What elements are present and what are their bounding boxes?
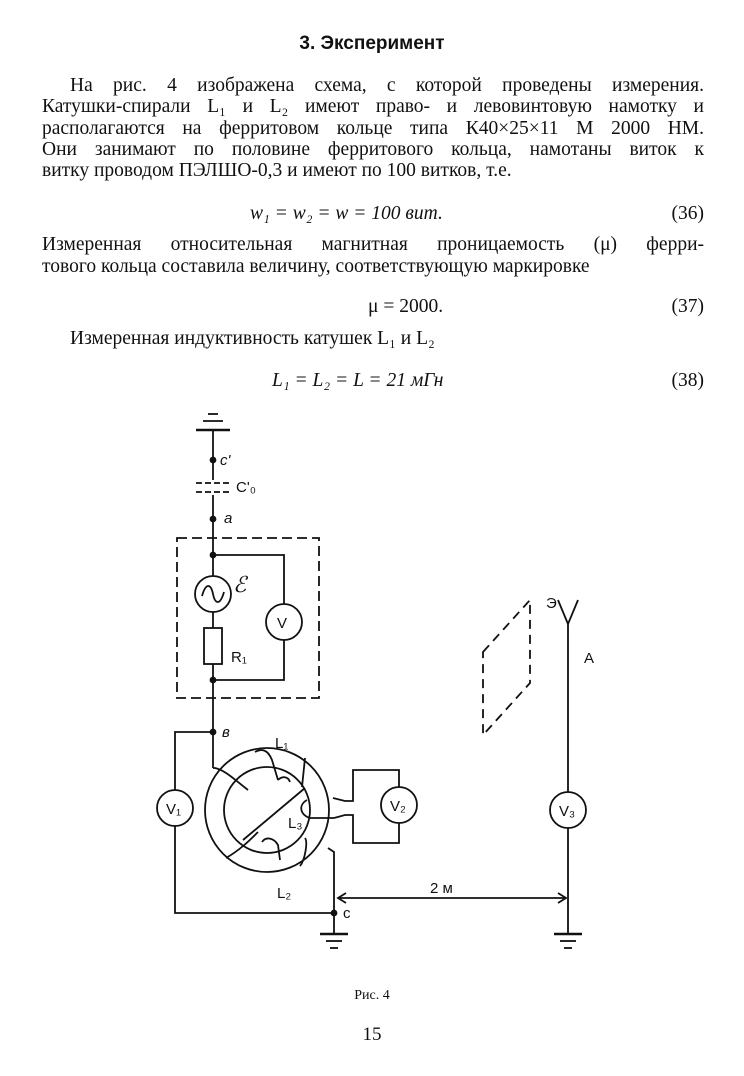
coil-l2	[225, 831, 308, 867]
page-number: 15	[362, 1024, 382, 1045]
voltmeter-v2	[380, 786, 418, 824]
ferrite-ring-outer	[204, 747, 330, 873]
label-v2: V₂	[390, 798, 406, 815]
label-l2: L₂	[277, 885, 291, 902]
screen-dashed	[482, 597, 531, 738]
ferrite-ring-inner	[223, 766, 311, 854]
text-line: тового кольца составила величину, соотве…	[42, 256, 590, 277]
label-c-prime: c'	[220, 452, 232, 469]
resistor-r1	[203, 627, 223, 665]
text-line: Измеренная относительная магнитная прони…	[42, 234, 704, 255]
label-screen: Э	[546, 595, 557, 612]
text-line: располагаются на ферритовом кольце типа …	[42, 118, 704, 139]
label-l1: L₁	[275, 735, 288, 752]
equation-number-36: (36)	[671, 203, 705, 224]
coil-l1-lead	[213, 767, 249, 791]
label-c0: C'₀	[236, 479, 256, 496]
text-line: Они занимают по половине ферритового кол…	[42, 139, 704, 160]
label-l3: L₃	[288, 815, 302, 832]
equation-36: w₁ = w₂ = w = 100 вит.	[250, 203, 443, 224]
text-line: витку проводом ПЭЛШО-0,3 и имеют по 100 …	[42, 160, 512, 181]
section-heading: 3. Эксперимент	[299, 33, 445, 54]
label-c: c	[343, 905, 351, 922]
label-emf: ℰ	[233, 572, 249, 597]
label-r1: R₁	[231, 649, 247, 666]
label-v1: V₁	[166, 801, 181, 818]
text-line: Измеренная индуктивность катушек L₁ и L₂	[70, 328, 435, 349]
ground-icon-c	[320, 932, 348, 949]
antenna-icon	[557, 599, 579, 627]
capacitor-dashed	[196, 482, 232, 493]
coil-l3	[242, 787, 306, 841]
coil-l1	[254, 749, 306, 788]
figure-caption: Рис. 4	[354, 988, 390, 1003]
ground-icon-v3	[554, 932, 582, 949]
text-line: Катушки-спирали L₁ и L₂ имеют право- и л…	[42, 96, 704, 117]
label-a: a	[224, 510, 232, 527]
equation-37: μ = 2000.	[368, 296, 444, 317]
ground-icon-top	[196, 413, 230, 432]
equation-number-38: (38)	[671, 370, 705, 391]
sine-icon	[201, 585, 225, 603]
coil-l3-lead	[300, 799, 334, 819]
label-v3: V₃	[559, 803, 575, 820]
text-line: На рис. 4 изображена схема, с которой пр…	[70, 75, 704, 96]
label-v: V	[277, 615, 287, 632]
label-distance: 2 м	[430, 880, 453, 897]
generator-box-dashed	[176, 537, 320, 699]
label-antenna: A	[584, 650, 594, 667]
label-b: в	[222, 724, 230, 741]
equation-38: L₁ = L₂ = L = 21 мГн	[272, 370, 444, 391]
equation-number-37: (37)	[671, 296, 705, 317]
